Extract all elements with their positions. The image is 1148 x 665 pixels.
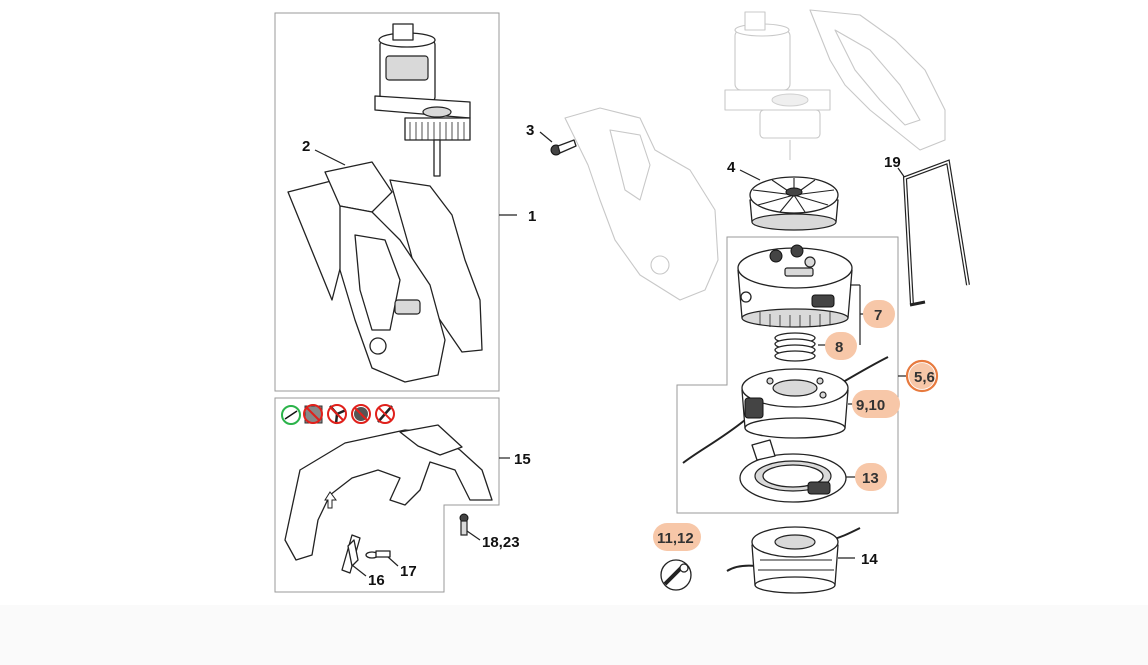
callout-18-23: 18,23: [482, 534, 520, 551]
spool-cover-part[interactable]: [737, 244, 853, 328]
motor-part[interactable]: [374, 23, 471, 177]
callout-11-12[interactable]: 11,12: [657, 530, 694, 547]
callout-1: 1: [528, 208, 536, 225]
three-tooth-blade-prohibited-icon: [327, 404, 347, 425]
trimmer-line-allowed-icon: [281, 405, 301, 425]
replacement-spool-part[interactable]: [726, 526, 861, 594]
spring-part[interactable]: [774, 332, 816, 362]
callout-9-10[interactable]: 9,10: [856, 397, 885, 414]
saw-blade-prohibited-icon: [351, 404, 371, 424]
wire-bracket-part[interactable]: [902, 159, 970, 307]
callout-5-6[interactable]: 5,6: [914, 369, 935, 386]
blade-prohibited-icon: [303, 404, 323, 424]
callout-5-6-highlight: [905, 359, 939, 393]
callout-4: 4: [727, 159, 736, 176]
callout-8-highlight: [825, 332, 857, 360]
callout-13-highlight: [855, 463, 887, 491]
callout-14: 14: [861, 551, 878, 568]
callout-3: 3: [526, 122, 534, 139]
bottom-band: [0, 605, 1148, 665]
callout-15: 15: [514, 451, 531, 468]
frame-motor-housing: [274, 12, 500, 392]
drive-hub-part[interactable]: [749, 176, 839, 231]
spool-part[interactable]: [682, 356, 889, 464]
callout-9-10-highlight: [852, 390, 900, 418]
tool-compatibility-icons: [281, 404, 395, 425]
guard-part[interactable]: [284, 424, 493, 561]
callout-8[interactable]: 8: [835, 339, 843, 356]
frame-guard: [274, 397, 500, 593]
callout-16: 16: [368, 572, 385, 589]
callout-5-6-fill: [909, 363, 935, 389]
callout-13[interactable]: 13: [862, 470, 879, 487]
screw-part[interactable]: [550, 139, 577, 156]
callout-7-highlight: [863, 300, 895, 328]
callout-19: 19: [884, 154, 901, 171]
knife-prohibited-icon: [375, 404, 395, 424]
spool-base-part[interactable]: [739, 439, 847, 503]
callout-17: 17: [400, 563, 417, 580]
trimmer-line-part[interactable]: [660, 559, 692, 591]
frame-spool-head: [676, 236, 899, 514]
ghost-housing-assembly: [564, 9, 946, 301]
callout-11-12-highlight: [653, 523, 701, 551]
callout-2: 2: [302, 138, 310, 155]
blade-clip-part[interactable]: [341, 534, 361, 574]
callout-7[interactable]: 7: [874, 307, 882, 324]
pin-part[interactable]: [365, 550, 391, 559]
screw-18-part[interactable]: [459, 513, 469, 536]
housing-part[interactable]: [287, 161, 483, 383]
